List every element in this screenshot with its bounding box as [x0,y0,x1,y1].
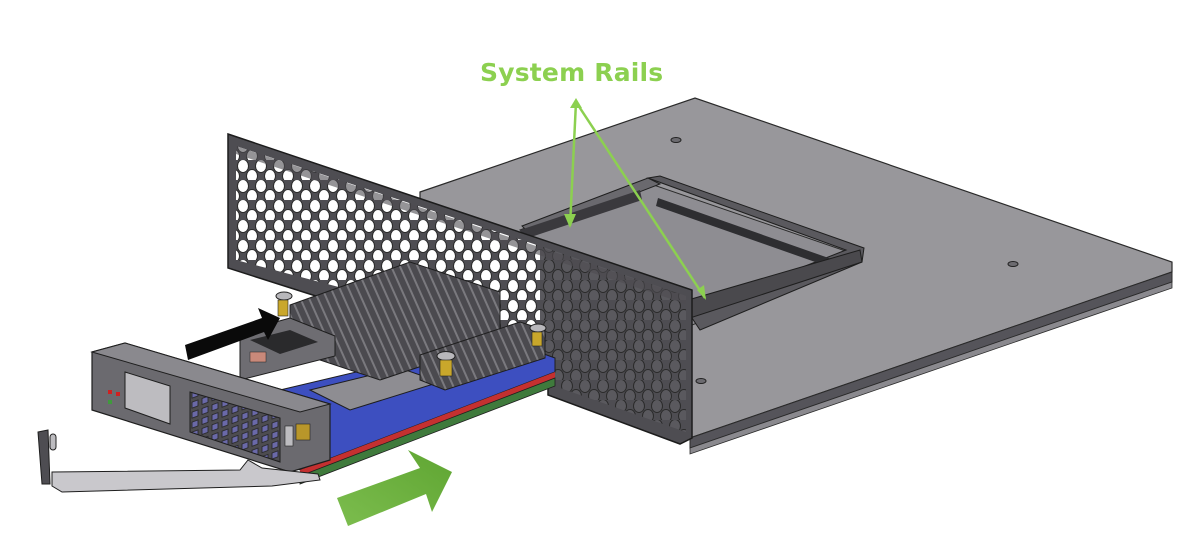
led-indicator [108,390,112,394]
rail-cage [518,175,865,331]
callout-arrows [564,98,707,300]
led-indicator [116,392,120,396]
callout-arrowhead-top [570,98,582,108]
spring-screw [529,323,547,347]
led-indicator [108,400,112,404]
ocp-card [269,261,556,485]
mount-hole [1007,261,1019,267]
callout-line-rail-1 [568,101,578,227]
mount-hole [695,378,707,384]
system-rails-label: System Rails [480,58,664,87]
spring-screw [275,291,293,317]
callout-arrowhead [564,214,576,228]
front-faceplate [90,308,336,473]
callout-arrowhead [697,285,706,300]
ejector-latch [37,429,321,493]
insert-direction-arrow [337,450,452,526]
black-pointer-arrow [185,308,280,360]
callout-line-rail-2 [574,101,707,299]
spring-screw [436,351,456,377]
mount-hole [670,137,682,143]
